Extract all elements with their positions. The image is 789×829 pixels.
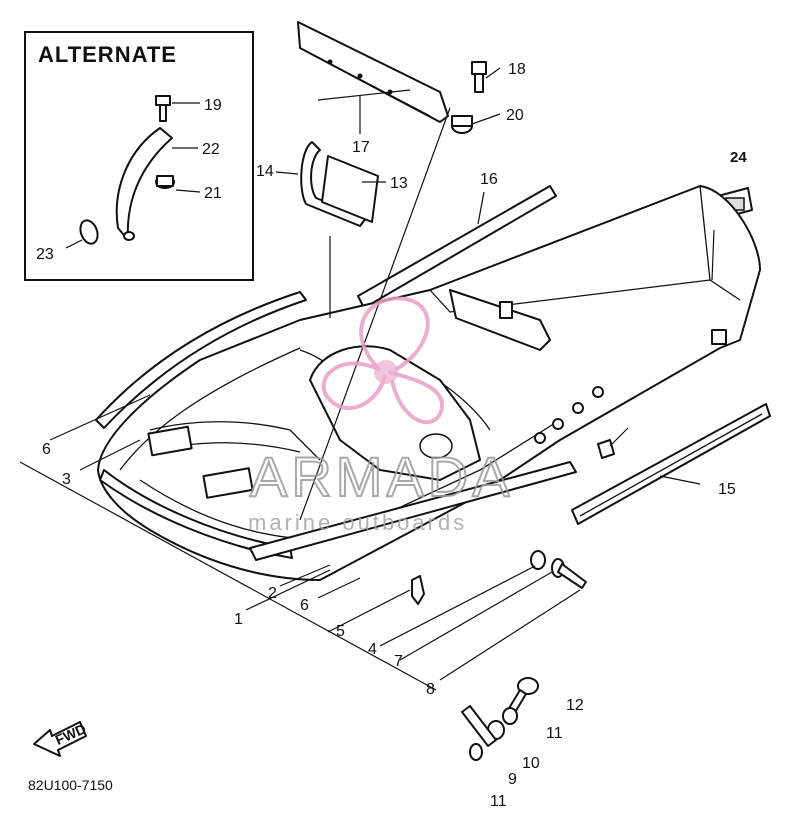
part-1-hull	[97, 185, 761, 581]
part-14-handle	[300, 141, 367, 227]
fwd-arrow-icon: FWD	[33, 720, 88, 757]
callout-21: 21	[204, 185, 222, 202]
callout-14: 14	[256, 163, 274, 180]
callout-2: 2	[268, 585, 277, 602]
part-11-washer-lower	[469, 743, 483, 761]
callout-3: 3	[62, 471, 71, 488]
alternate-inset: ALTERNATE	[24, 31, 254, 281]
part-21-grommet	[155, 175, 175, 189]
callout-15: 15	[718, 481, 736, 498]
callout-6-left: 6	[42, 441, 51, 458]
part-6-side-strip	[249, 461, 577, 561]
callout-8: 8	[426, 681, 435, 698]
callout-labels: 1 2 3 4 5 6 6 7 8 9 10 11 11 12 13 14 15…	[36, 61, 747, 810]
part-4-washer	[530, 550, 546, 570]
part-13-plate	[321, 155, 379, 223]
inset-title: ALTERNATE	[38, 42, 177, 67]
part-5-clip	[411, 575, 425, 605]
callout-19: 19	[204, 97, 222, 114]
callout-5: 5	[336, 623, 345, 640]
part-18-bolt	[471, 61, 487, 93]
callout-18: 18	[508, 61, 526, 78]
part-9-bracket	[461, 705, 497, 747]
part-17-cover-panel	[297, 21, 449, 123]
part-3-gunwale-rail	[95, 291, 307, 429]
part-11-washer-upper	[502, 707, 518, 725]
callout-9: 9	[508, 771, 517, 788]
callout-17: 17	[352, 139, 370, 156]
callout-16: 16	[480, 171, 498, 188]
callout-22: 22	[202, 141, 220, 158]
callout-11-lower: 11	[490, 793, 507, 810]
callout-11-upper: 11	[546, 725, 563, 742]
armada-watermark: ARMADA marine outboards	[248, 296, 514, 535]
callout-23: 23	[36, 246, 54, 263]
part-16-rail	[357, 185, 557, 309]
callout-1: 1	[234, 611, 243, 628]
part-23-plate	[79, 219, 99, 245]
part-15-long-rail	[571, 403, 771, 525]
part-19-bolt	[155, 95, 171, 122]
callout-24: 24	[730, 149, 747, 166]
watermark-brand: ARMADA	[250, 445, 514, 508]
watermark-logo-icon	[321, 296, 444, 425]
callout-7: 7	[394, 653, 403, 670]
callout-4: 4	[368, 641, 377, 658]
callout-10: 10	[522, 755, 540, 772]
callout-20: 20	[506, 107, 524, 124]
callout-13: 13	[390, 175, 408, 192]
part-7-plug	[551, 558, 587, 589]
reference-lines	[19, 67, 715, 691]
callout-12: 12	[566, 697, 584, 714]
callout-6-right: 6	[300, 597, 309, 614]
part-20-grommet	[451, 115, 473, 134]
watermark-tagline: marine outboards	[248, 510, 467, 535]
drawing-code: 82U100-7150	[28, 777, 113, 793]
